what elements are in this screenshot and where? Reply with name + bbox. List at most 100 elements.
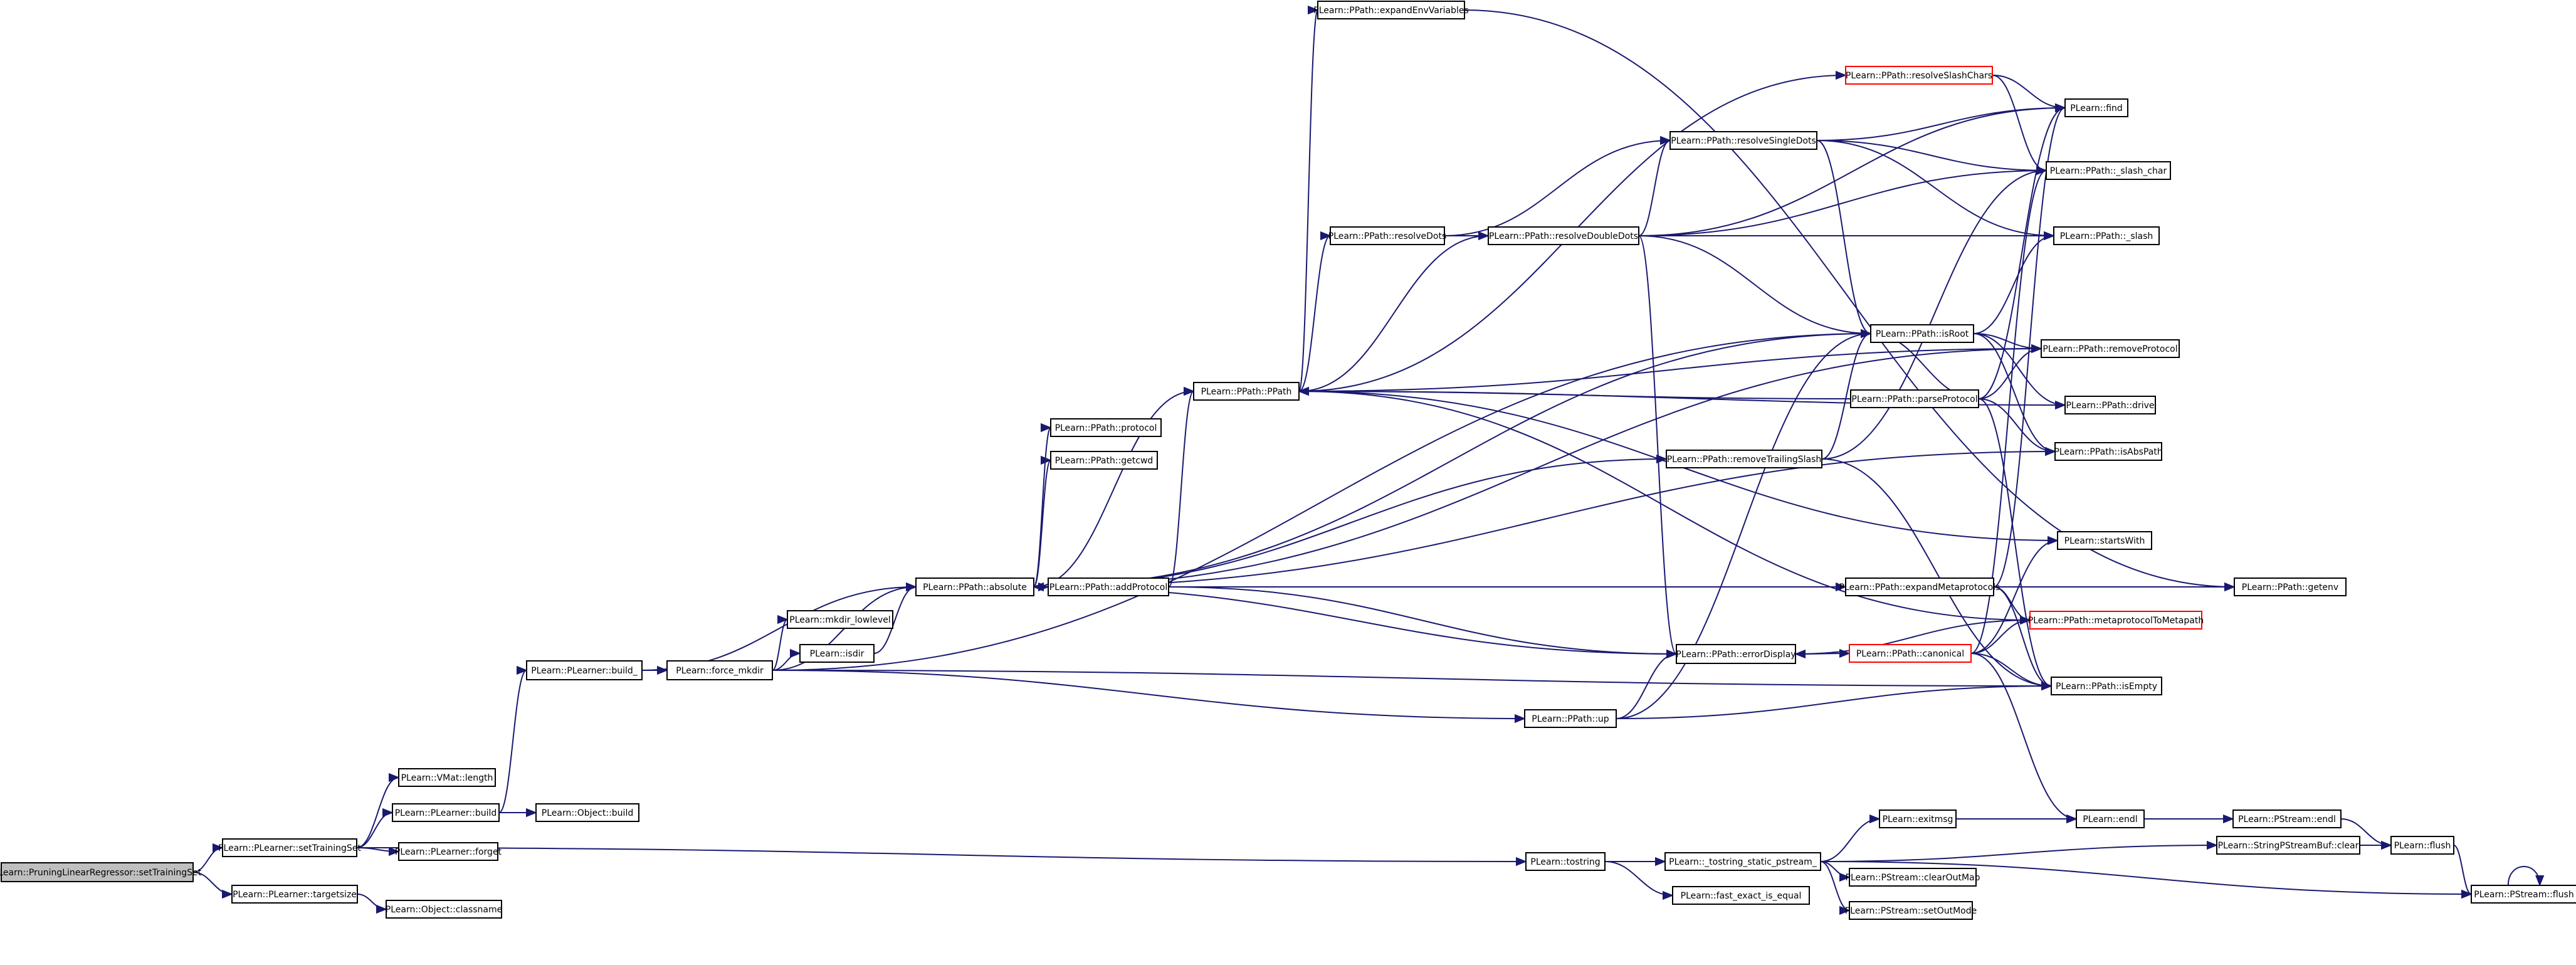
node-resolvesingledots[interactable]: PLearn::PPath::resolveSingleDots [1669, 131, 1817, 150]
node-isabspath[interactable]: PLearn::PPath::isAbsPath [2054, 442, 2163, 461]
edge-resolvedots-to-resolvesingledots [1444, 135, 1671, 236]
node-slash[interactable]: PLearn::PPath::_slash [2053, 226, 2160, 245]
edges [192, 6, 2545, 915]
node-strbuf-clear[interactable]: PLearn::StringPStreamBuf::clear [2216, 836, 2360, 855]
node-slash-char[interactable]: PLearn::PPath::_slash_char [2046, 161, 2171, 180]
node-tostring[interactable]: PLearn::tostring [1525, 852, 1606, 871]
node-metatometapath[interactable]: PLearn::PPath::metaprotocolToMetapath [2028, 611, 2204, 630]
node-settrainingset[interactable]: PLearn::PLearner::setTrainingSet [218, 838, 361, 857]
node-label: PLearn::PPath::isEmpty [2056, 682, 2157, 692]
node-label: PLearn::Object::build [542, 808, 633, 818]
node-box [1845, 577, 1994, 596]
node-endl[interactable]: PLearn::endl [2076, 809, 2145, 828]
edge-errordisplay-to-absolute [1033, 582, 1677, 655]
node-addprotocol[interactable]: PLearn::PPath::addProtocol [1048, 577, 1169, 596]
node-box [2053, 226, 2160, 245]
node-tostring-static[interactable]: PLearn::_tostring_static_pstream_ [1664, 852, 1821, 871]
edge-up-to-isroot [1616, 329, 1872, 719]
node-box [1849, 901, 1973, 920]
node-build[interactable]: PLearn::PLearner::build [392, 803, 500, 822]
edge-resolvedoubledots-to-slash-char [1638, 166, 2048, 236]
node-drive[interactable]: PLearn::PPath::drive [2064, 396, 2156, 414]
node-force-mkdir[interactable]: PLearn::force_mkdir [666, 660, 773, 680]
node-expandmeta[interactable]: PLearn::PPath::expandMetaprotocols [1839, 577, 2000, 596]
node-box [1849, 644, 1972, 663]
edge-isdir-to-absolute [873, 582, 917, 654]
node-label: PLearn::StringPStreamBuf::clear [2218, 841, 2359, 851]
node-find[interactable]: PLearn::find [2064, 98, 2128, 117]
node-label: PLearn::mkdir_lowlevel [789, 615, 890, 625]
node-box [799, 644, 875, 663]
node-label: PLearn::PPath::isRoot [1876, 329, 1969, 339]
node-clearoutmap[interactable]: PLearn::PStream::clearOutMap [1846, 868, 1980, 887]
node-protocol[interactable]: PLearn::PPath::protocol [1050, 418, 1162, 437]
node-pstream-endl[interactable]: PLearn::PStream::endl [2232, 809, 2342, 828]
node-fast-exact[interactable]: PLearn::fast_exact_is_equal [1672, 886, 1810, 905]
node-isempty[interactable]: PLearn::PPath::isEmpty [2051, 677, 2162, 695]
node-errordisplay[interactable]: PLearn::PPath::errorDisplay [1676, 644, 1796, 664]
node-box [2076, 809, 2145, 828]
node-label: PLearn::isdir [810, 649, 865, 659]
edge-build-to-build- [498, 665, 528, 813]
node-box [1879, 809, 1957, 828]
node-label: PLearn::PPath::errorDisplay [1676, 650, 1795, 660]
node-parseprotocol[interactable]: PLearn::PPath::parseProtocol [1850, 389, 1979, 408]
node-label: PLearn::VMat::length [401, 773, 493, 783]
node-startswith[interactable]: PLearn::startsWith [2057, 531, 2152, 550]
node-up[interactable]: PLearn::PPath::up [1524, 709, 1617, 728]
node-box [1672, 886, 1810, 905]
node-label: PLearn::tostring [1530, 857, 1600, 867]
node-forget[interactable]: PLearn::PLearner::forget [395, 842, 502, 861]
edge-errordisplay-to-canonical [1795, 648, 1851, 658]
edge-resolvesingledots-to-find [1816, 103, 2066, 141]
edge-parseprotocol-to-isroot [1869, 329, 1979, 399]
node-canonical[interactable]: PLearn::PPath::canonical [1849, 644, 1972, 663]
node-label: PLearn::PStream::flush [2474, 890, 2573, 900]
edge-resolveslash-to-find [1992, 75, 2066, 113]
node-label: PLearn::PPath::getenv [2242, 583, 2338, 593]
node-box [2390, 836, 2454, 855]
node-targetsize[interactable]: PLearn::PLearner::targetsize [231, 885, 358, 904]
node-absolute[interactable]: PLearn::PPath::absolute [915, 577, 1034, 596]
node-build-[interactable]: PLearn::PLearner::build_ [526, 660, 643, 680]
node-label: PLearn::find [2070, 103, 2123, 113]
node-box [2029, 611, 2202, 630]
node-resolveslash[interactable]: PLearn::PPath::resolveSlashChars [1845, 66, 1993, 85]
node-getenv[interactable]: PLearn::PPath::getenv [2234, 577, 2347, 596]
node-isroot[interactable]: PLearn::PPath::isRoot [1870, 324, 1974, 343]
node-obj-build[interactable]: PLearn::Object::build [535, 803, 639, 822]
node-box [2234, 577, 2347, 596]
node-vmat-length[interactable]: PLearn::VMat::length [398, 768, 496, 787]
node-flush[interactable]: PLearn::flush [2390, 836, 2454, 855]
edge-absolute-to-isabspath [1033, 446, 2056, 588]
edge-resolvesingledots-to-isroot [1816, 140, 1872, 339]
node-resolvedoubledots[interactable]: PLearn::PPath::resolveDoubleDots [1488, 226, 1639, 245]
node-ppath[interactable]: PLearn::PPath::PPath [1193, 382, 1300, 401]
node-pstream-flush[interactable]: PLearn::PStream::flush [2471, 885, 2576, 904]
node-root[interactable]: PLearn::PruningLinearRegressor::setTrain… [0, 862, 202, 882]
node-exitmsg[interactable]: PLearn::exitmsg [1879, 809, 1957, 828]
edge-addprotocol-to-ppath [1168, 387, 1195, 588]
node-mkdir-lowlevel[interactable]: PLearn::mkdir_lowlevel [787, 610, 893, 629]
node-getcwd[interactable]: PLearn::PPath::getcwd [1050, 451, 1158, 470]
node-obj-classname[interactable]: PLearn::Object::classname [386, 900, 503, 919]
node-resolvedots[interactable]: PLearn::PPath::resolveDots [1328, 226, 1446, 245]
node-removeprotocol[interactable]: PLearn::PPath::removeProtocol [2041, 339, 2180, 358]
edge-parseprotocol-to-removeprotocol [1978, 344, 2042, 399]
node-isdir[interactable]: PLearn::isdir [799, 644, 875, 663]
node-removetrailing[interactable]: PLearn::PPath::removeTrailingSlash [1666, 450, 1822, 468]
node-setoutmode[interactable]: PLearn::PStream::setOutMode [1845, 901, 1977, 920]
node-label: PLearn::PPath::expandEnvVariables [1313, 6, 1469, 16]
node-expandenv[interactable]: PLearn::PPath::expandEnvVariables [1313, 1, 1469, 19]
node-box [915, 577, 1034, 596]
edge-ppath-to-metatometapath [1298, 391, 2031, 625]
node-label: PLearn::PLearner::build [395, 808, 497, 818]
node-label: PLearn::PLearner::setTrainingSet [218, 843, 361, 853]
node-label: PLearn::PPath::metaprotocolToMetapath [2028, 616, 2204, 626]
node-label: PLearn::PPath::resolveSlashChars [1846, 71, 1992, 81]
node-box [2051, 677, 2162, 695]
edge-root-to-settrainingset [192, 843, 224, 873]
edge-settrainingset-to-tostring [356, 847, 1527, 867]
edge-canonical-to-isempty [1970, 653, 2053, 691]
node-label: PLearn::PPath::resolveDots [1328, 231, 1446, 241]
